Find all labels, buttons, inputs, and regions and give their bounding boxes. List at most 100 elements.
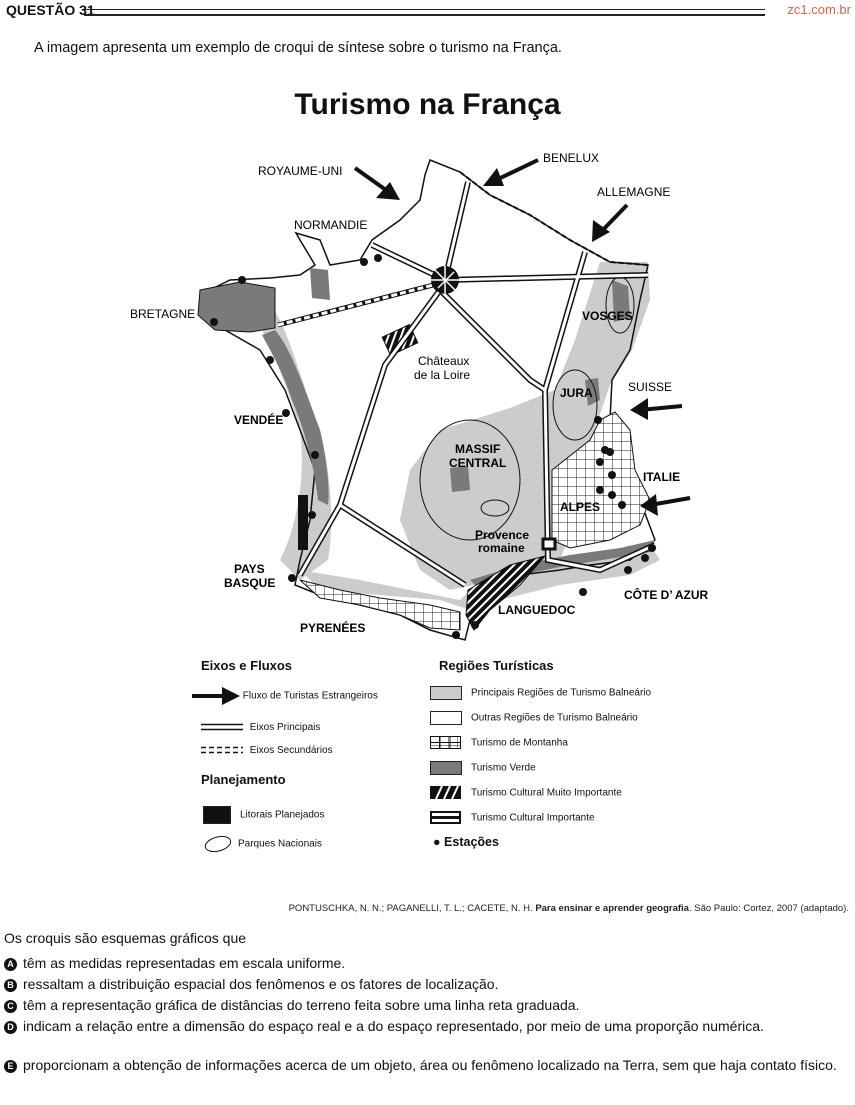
legend-eixos-secundarios: Eixos Secundários bbox=[201, 745, 333, 756]
legend-verde-label: Turismo Verde bbox=[471, 762, 536, 774]
legend-litorais: Litorais Planejados bbox=[203, 806, 325, 824]
label-vendee: VENDÉE bbox=[234, 412, 283, 427]
option-text: têm as medidas representadas em escala u… bbox=[23, 955, 346, 971]
option-letter-icon: C bbox=[4, 1000, 17, 1013]
label-allemagne: ALLEMAGNE bbox=[597, 185, 670, 199]
park-icon bbox=[204, 835, 232, 853]
label-alpes: ALPES bbox=[560, 500, 600, 514]
legend-balneario-principal: Principais Regiões de Turismo Balneário bbox=[430, 686, 651, 700]
legend-balneario-outras: Outras Regiões de Turismo Balneário bbox=[430, 711, 638, 725]
option-letter-icon: E bbox=[4, 1060, 17, 1073]
question-stem: Os croquis são esquemas gráficos que bbox=[4, 930, 247, 946]
label-vosges: VOSGES bbox=[582, 309, 633, 323]
label-chateaux-1: Châteaux bbox=[418, 354, 469, 368]
label-pyrenees: PYRENÉES bbox=[300, 620, 365, 635]
culture-languedoc bbox=[465, 555, 547, 631]
light-gray-swatch bbox=[430, 686, 462, 700]
park-massif-inner bbox=[480, 499, 510, 517]
label-italie: ITALIE bbox=[643, 470, 680, 484]
citation-publisher: . São Paulo: Cortez, 2007 (adaptado). bbox=[688, 903, 849, 914]
secondary-axis bbox=[277, 279, 446, 328]
label-royaume-uni: ROYAUME-UNI bbox=[258, 164, 342, 178]
legend-litorais-label: Litorais Planejados bbox=[240, 809, 325, 821]
label-jura: JURA bbox=[560, 386, 593, 400]
main-axis-icon bbox=[201, 724, 243, 731]
legend-estacoes: ● Estações bbox=[433, 835, 499, 849]
legend-eixos-heading: Eixos e Fluxos bbox=[201, 658, 293, 673]
legend-regioes-heading: Regiões Turísticas bbox=[439, 658, 554, 673]
legend-estacoes-label: Estações bbox=[444, 835, 499, 849]
planned-coast-landes bbox=[298, 495, 308, 550]
map-title: Turismo na França bbox=[294, 88, 561, 121]
legend-eixos-principais-label: Eixos Principais bbox=[249, 722, 321, 733]
intro-text: A imagem apresenta um exemplo de croqui … bbox=[34, 40, 562, 56]
citation: PONTUSCHKA, N. N.; PAGANELLI, T. L.; CAC… bbox=[289, 903, 849, 914]
label-provence-2: romaine bbox=[478, 541, 525, 555]
label-languedoc: LANGUEDOC bbox=[498, 603, 576, 617]
legend-eixos-secundarios-label: Eixos Secundários bbox=[249, 745, 333, 756]
legend-fluxo: Fluxo de Turistas Estrangeiros bbox=[192, 687, 378, 705]
balneario-region-east bbox=[400, 262, 650, 590]
legend-planejamento-heading: Planejamento bbox=[201, 772, 286, 787]
stations bbox=[210, 254, 656, 639]
flux-arrow-icon bbox=[192, 687, 240, 705]
option-text: indicam a relação entre a dimensão do es… bbox=[23, 1018, 764, 1034]
label-bretagne: BRETAGNE bbox=[130, 307, 195, 321]
culture-provence bbox=[541, 537, 557, 551]
label-massif-2: CENTRAL bbox=[449, 456, 506, 470]
secondary-axis-icon bbox=[201, 747, 243, 754]
grid-swatch bbox=[430, 736, 461, 749]
site-watermark[interactable]: zc1.com.br bbox=[787, 2, 851, 17]
legend-fluxo-label: Fluxo de Turistas Estrangeiros bbox=[242, 690, 378, 702]
green-vosges bbox=[612, 280, 630, 322]
mountain-pyrenees bbox=[299, 579, 461, 631]
legend-verde: Turismo Verde bbox=[430, 761, 536, 775]
legend-cultural: Turismo Cultural Importante bbox=[430, 811, 595, 825]
citation-book: Para ensinar e aprender geografia bbox=[535, 903, 689, 914]
option-letter-icon: D bbox=[4, 1021, 17, 1034]
hatch-swatch bbox=[430, 785, 461, 800]
park-jura bbox=[552, 369, 598, 441]
label-massif-1: MASSIF bbox=[455, 442, 500, 456]
legend-balneario-outras-label: Outras Regiões de Turismo Balneário bbox=[471, 712, 638, 724]
cultural-swatch bbox=[430, 811, 461, 824]
green-normandie bbox=[310, 268, 330, 300]
question-number: QUESTÃO 31 bbox=[6, 2, 95, 18]
legend-parques-label: Parques Nacionais bbox=[238, 838, 322, 850]
legend-parques: Parques Nacionais bbox=[203, 835, 322, 853]
legend-balneario-principal-label: Principais Regiões de Turismo Balneário bbox=[471, 687, 652, 699]
option-letter-icon: A bbox=[4, 958, 17, 971]
legend-cultural-label: Turismo Cultural Importante bbox=[471, 812, 595, 824]
green-bretagne bbox=[197, 281, 276, 333]
green-west-coast bbox=[262, 330, 329, 505]
legend-montanha: Turismo de Montanha bbox=[430, 736, 568, 750]
label-suisse: SUISSE bbox=[628, 380, 672, 394]
label-cote-dazur: CÔTE D’ AZUR bbox=[624, 587, 709, 602]
legend-montanha-label: Turismo de Montanha bbox=[471, 737, 568, 749]
option-text: têm a representação gráfica de distância… bbox=[23, 997, 580, 1013]
legend-cultural-muito: Turismo Cultural Muito Importante bbox=[430, 785, 622, 800]
option-letter-icon: B bbox=[4, 979, 17, 992]
france-tourism-map: ROYAUME-UNI BENELUX ALLEMAGNE NORMANDIE … bbox=[130, 151, 709, 641]
planned-coast-swatch bbox=[203, 806, 231, 824]
label-chateaux-2: de la Loire bbox=[414, 368, 470, 382]
legend-eixos-principais: Eixos Principais bbox=[201, 722, 320, 733]
station-dot-icon: ● bbox=[433, 835, 441, 849]
park-massif bbox=[419, 419, 521, 541]
option-text: ressaltam a distribuição espacial dos fe… bbox=[23, 976, 499, 992]
question-header: QUESTÃO 31 zc1.com.br bbox=[6, 0, 851, 22]
secondary-border-dashed bbox=[459, 171, 649, 266]
label-pays-1: PAYS bbox=[234, 562, 265, 576]
flux-arrows bbox=[353, 158, 691, 516]
green-massif bbox=[450, 466, 470, 492]
citation-authors: PONTUSCHKA, N. N.; PAGANELLI, T. L.; CAC… bbox=[288, 903, 533, 914]
label-benelux: BENELUX bbox=[543, 151, 599, 165]
header-rule bbox=[84, 9, 765, 16]
label-provence-1: Provence bbox=[475, 528, 529, 542]
white-swatch bbox=[430, 711, 462, 725]
